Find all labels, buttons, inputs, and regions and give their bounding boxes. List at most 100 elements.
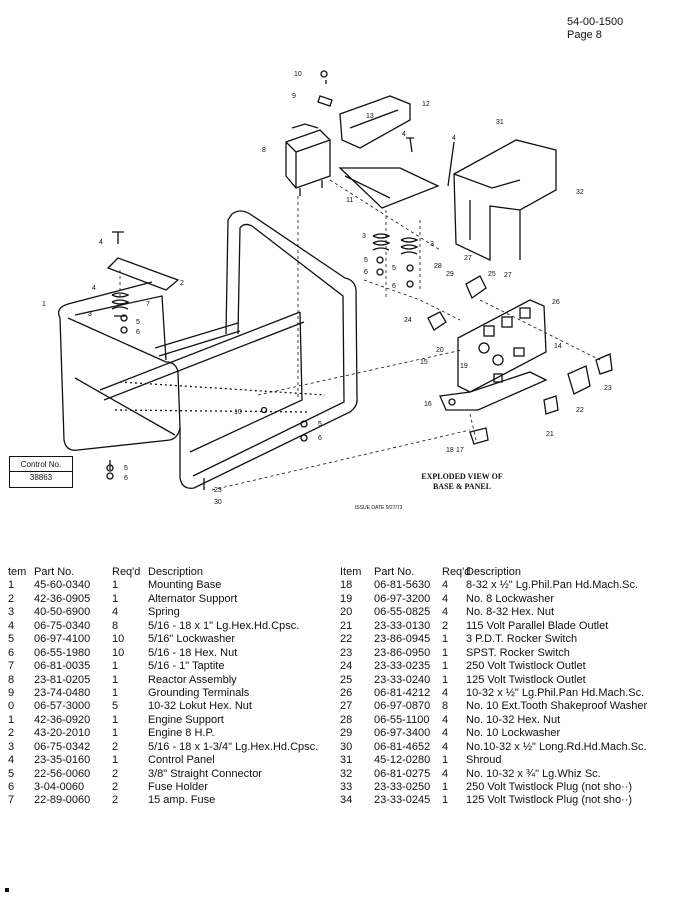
cell-reqd: 1: [442, 794, 449, 807]
cell-reqd: 1: [442, 754, 449, 767]
cell-reqd: 4: [442, 713, 449, 726]
cell-description: 5/16 - 18 Hex. Nut: [148, 646, 238, 659]
cell-reqd: 1: [112, 592, 119, 605]
cell-part-no: 23-33-0240: [374, 673, 431, 686]
callout-4d: 4: [452, 135, 456, 142]
cell-item: 5: [8, 767, 15, 780]
cell-reqd: 2: [112, 781, 119, 793]
cell-item: 5: [8, 633, 15, 646]
cell-part-no: 06-57-3000: [34, 700, 91, 713]
header-reqd: Req'd: [112, 566, 141, 578]
cell-reqd: 1: [442, 673, 449, 686]
cell-reqd: 1: [442, 646, 449, 659]
callout-16: 16: [424, 401, 432, 408]
cell-description: 250 Volt Twistlock Plug (not sho··): [466, 781, 633, 793]
cell-item: 34: [340, 794, 353, 807]
cell-description: 8-32 x ½" Lg.Phil.Pan Hd.Mach.Sc.: [466, 579, 639, 592]
cell-reqd: 1: [112, 686, 119, 699]
callout-18: 18: [446, 447, 454, 454]
shroud: [453, 139, 557, 262]
switch-small: [595, 353, 613, 375]
cell-description: 3 P.D.T. Rocker Switch: [466, 633, 578, 646]
cell-description: No. 10-32 Hex. Nut: [466, 713, 561, 726]
alternator-support: [106, 257, 180, 291]
callout-5e: 5: [124, 465, 128, 472]
callout-24: 24: [404, 317, 412, 324]
cell-reqd: 4: [442, 727, 449, 740]
outlet-small: [543, 395, 559, 415]
cell-part-no: 23-35-0160: [34, 754, 91, 767]
caption-line-1: EXPLODED VIEW OF: [421, 472, 503, 481]
callout-11: 11: [346, 197, 353, 204]
cell-item: 21: [340, 619, 353, 632]
header-part-no: Part No.: [374, 566, 415, 578]
callout-6d: 6: [318, 435, 322, 442]
callout-10: 10: [294, 71, 302, 78]
cell-description: 115 Volt Parallel Blade Outlet: [466, 619, 609, 632]
cell-description: 15 amp. Fuse: [148, 794, 216, 807]
callout-3: 3: [88, 311, 92, 318]
cell-reqd: 4: [442, 579, 449, 592]
page-number: Page 8: [567, 29, 602, 41]
cell-reqd: 2: [442, 619, 449, 632]
engine-support: [338, 167, 440, 209]
cell-part-no: 43-20-2010: [34, 727, 91, 740]
cell-reqd: 2: [112, 740, 119, 753]
callout-28: 28: [434, 263, 442, 270]
cell-part-no: 22-89-0060: [34, 794, 91, 807]
cell-description: 5/16 - 18 x 1-3/4" Lg.Hex.Hd.Cpsc.: [148, 740, 319, 753]
cell-part-no: 23-33-0235: [374, 660, 431, 673]
cell-reqd: 1: [112, 660, 119, 673]
cell-item: 9: [8, 686, 15, 699]
cell-part-no: 06-81-4212: [374, 686, 431, 699]
callout-19: 19: [460, 363, 468, 370]
cell-part-no: 06-81-0275: [374, 767, 431, 780]
spring-mid-2: [400, 237, 419, 255]
control-panel: [457, 299, 547, 393]
cell-part-no: 06-81-0035: [34, 660, 91, 673]
cell-part-no: 42-36-0905: [34, 592, 91, 605]
cell-item: 8: [8, 673, 15, 686]
cell-part-no: 23-74-0480: [34, 686, 91, 699]
cell-item: 20: [340, 606, 353, 619]
callout-5d: 5: [318, 421, 322, 428]
callout-4b: 4: [92, 285, 96, 292]
callout-4c: 4: [402, 131, 406, 138]
cell-item: 30: [340, 740, 353, 753]
cell-description: No. 10 Lockwasher: [466, 727, 561, 740]
header-part-no: Part No.: [34, 566, 75, 578]
callout-5: 5: [136, 319, 140, 326]
cell-part-no: 23-86-0945: [374, 633, 431, 646]
cell-description: Engine Support: [148, 713, 224, 726]
cell-reqd: 8: [112, 619, 119, 632]
cell-description: 125 Volt Twistlock Plug (not sho··): [466, 794, 633, 807]
cell-reqd: 1: [442, 660, 449, 673]
cell-item: 4: [8, 619, 15, 632]
callout-8: 8: [262, 147, 266, 154]
cell-part-no: 23-81-0205: [34, 673, 91, 686]
callout-6b: 6: [364, 269, 368, 276]
cell-part-no: 40-50-6900: [34, 606, 91, 619]
callout-21: 21: [546, 431, 554, 438]
cell-description: Spring: [148, 606, 180, 619]
cell-description: 3/8" Straight Connector: [148, 767, 262, 780]
callout-6c: 6: [392, 283, 396, 290]
cell-description: 10-32 Lokut Hex. Nut: [148, 700, 252, 713]
callout-labels: 1 2 3 3 3 4 4 4 4 5 5 5 5 5 6 6 6 6 6 7 …: [42, 71, 612, 506]
